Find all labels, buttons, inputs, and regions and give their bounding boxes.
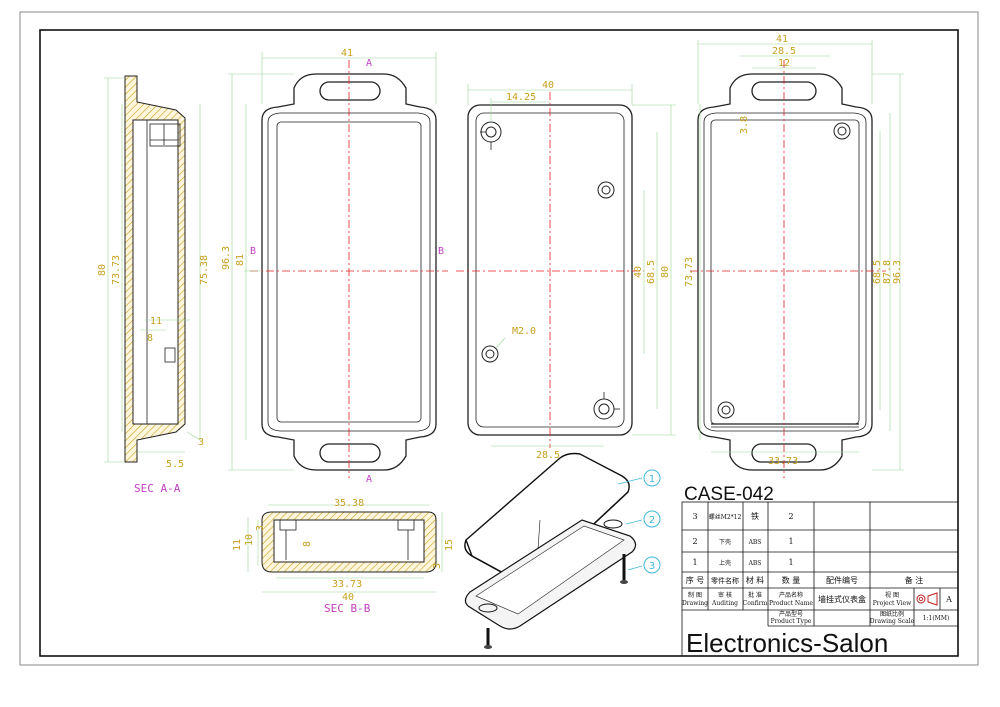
header-code: 配件编号 (826, 575, 858, 585)
outer-frame (19, 11, 979, 666)
dim-back-12: 12 (778, 58, 790, 69)
part-row-1-name: 上壳 (719, 559, 731, 567)
screw-boss-top-left (480, 121, 502, 150)
section-mark-a-bottom: A (366, 474, 372, 485)
balloon-3: 3 (643, 556, 661, 574)
dim-side-3: 3 (198, 437, 204, 448)
dim-side-11: 11 (150, 316, 162, 327)
dim-inner-68-5: 68.5 (646, 260, 657, 284)
header-remark: 备 注 (905, 575, 924, 585)
part-row-2-no: 2 (692, 537, 697, 546)
auditing-label-cn: 审 核 (718, 591, 732, 599)
project-view-label-cn: 视 图 (885, 591, 899, 599)
dim-back-87-8: 87.8 (882, 260, 893, 284)
section-mark-b-left: B (250, 246, 256, 257)
balloon-2: 2 (643, 510, 661, 528)
part-row-3-no: 3 (692, 512, 697, 521)
part-row-3-material: 铁 (751, 511, 759, 521)
dim-inner-40: 40 (542, 80, 554, 91)
dim-side-80: 80 (97, 264, 108, 276)
project-view-label-en: Project View (873, 600, 912, 607)
part-row-2-name: 下壳 (719, 538, 731, 546)
dim-inner-80: 80 (660, 266, 671, 278)
inner-view: 40 14.25 40 68.5 80 M2.0 28.5 (456, 80, 676, 461)
product-type-label-cn: 产品型号 (779, 610, 803, 618)
auditing-label-en: Auditing (711, 600, 738, 607)
dim-back-3-8: 3.8 (739, 116, 750, 134)
confirm-label-cn: 批 准 (748, 591, 762, 599)
title-block: CASE-042 3 螺丝M2*12 铁 2 2 下壳 ABS 1 1 上壳 A… (681, 484, 959, 658)
dim-side-75-38: 75.38 (199, 255, 210, 285)
part-row-3-qty: 2 (788, 512, 793, 521)
screw-boss-bottom-right (593, 392, 620, 420)
part-row-2-material: ABS (748, 539, 762, 546)
part-row-2-qty: 1 (788, 537, 793, 546)
dim-inner-h40: 40 (633, 266, 644, 278)
dim-secb-33-73: 33.73 (332, 579, 362, 590)
product-name-label-en: Product Name (769, 600, 813, 607)
header-part: 零件名称 (711, 576, 739, 585)
section-b-b-view: 35.38 11 10 3 15 3 8 33.73 40 SEC B-B (232, 498, 455, 615)
header-qty: 数 量 (782, 575, 801, 585)
company-name: Electronics-Salon (686, 628, 888, 658)
back-view: 41 28.5 12 3.8 73.73 68.5 87.8 96.3 33.7… (684, 34, 904, 478)
dim-secb-35-38: 35.38 (334, 498, 364, 509)
dim-secb-8: 8 (302, 541, 313, 547)
dim-secb-3b: 3 (432, 563, 443, 569)
section-mark-a-top: A (366, 58, 372, 69)
inner-frame (39, 29, 959, 657)
dim-secb-40: 40 (342, 592, 354, 603)
dim-secb-3: 3 (255, 525, 266, 531)
dim-back-68-5: 68.5 (872, 260, 883, 284)
confirm-label-en: Confirm (743, 600, 768, 607)
hole-callout-m2: M2.0 (512, 326, 536, 337)
drawing-scale-label-en: Drawing Scale (870, 618, 915, 625)
product-name-label-cn: 产品名称 (779, 591, 803, 599)
part-row-1-material: ABS (748, 560, 762, 567)
screw-boss-left (481, 345, 499, 363)
drawing-scale-label-cn: 图纸比例 (880, 610, 904, 618)
svg-text:1: 1 (649, 474, 655, 485)
dim-front-96-3: 96.3 (221, 246, 232, 270)
product-name-value: 墙挂式仪表盒 (818, 594, 866, 604)
section-mark-b-right: B (438, 246, 444, 257)
balloon-1: 1 (643, 469, 661, 487)
dim-secb-10: 10 (244, 534, 255, 546)
dim-back-28-5: 28.5 (772, 46, 796, 57)
dim-back-96-3: 96.3 (892, 260, 903, 284)
dim-back-73-73: 73.73 (684, 257, 695, 287)
dim-front-81: 81 (235, 254, 246, 266)
part-row-1-qty: 1 (788, 558, 793, 567)
drawing-label-en: Drawing (682, 600, 708, 607)
drawing-scale-value: 1:1(MM) (923, 615, 950, 622)
isometric-exploded-view: 1 2 3 (464, 452, 661, 649)
product-type-label-en: Product Type (771, 618, 812, 625)
drawing-label-cn: 制 图 (688, 591, 702, 599)
svg-text:3: 3 (649, 561, 655, 572)
dim-secb-15: 15 (444, 539, 455, 551)
section-a-a-caption: SEC A-A (134, 482, 181, 495)
dim-back-33-73: 33.73 (768, 456, 798, 467)
part-row-3-name: 螺丝M2*12 (709, 513, 742, 521)
dim-back-41: 41 (776, 34, 788, 45)
dim-side-73-73: 73.73 (111, 255, 122, 285)
projection-symbol-icon (916, 592, 938, 606)
dim-inner-14-25: 14.25 (506, 92, 536, 103)
screw-boss-right (597, 181, 615, 199)
dim-front-width-41: 41 (341, 48, 353, 59)
svg-text:2: 2 (649, 515, 655, 526)
front-view: 41 A A B B 96.3 81 (221, 48, 448, 485)
header-no: 序 号 (686, 575, 705, 585)
part-row-1-no: 1 (692, 558, 697, 567)
header-material: 材 料 (746, 575, 765, 585)
section-b-b-caption: SEC B-B (324, 602, 371, 615)
dim-side-5-5: 5.5 (166, 459, 184, 470)
section-a-a-view: 80 73.73 75.38 11 8 3 5.5 SEC A-A (97, 75, 210, 495)
project-view-letter: A (945, 595, 952, 604)
dim-side-8: 8 (147, 333, 153, 344)
case-name: CASE-042 (684, 484, 774, 505)
dim-inner-28-5: 28.5 (536, 450, 560, 461)
dim-secb-11: 11 (232, 539, 243, 551)
